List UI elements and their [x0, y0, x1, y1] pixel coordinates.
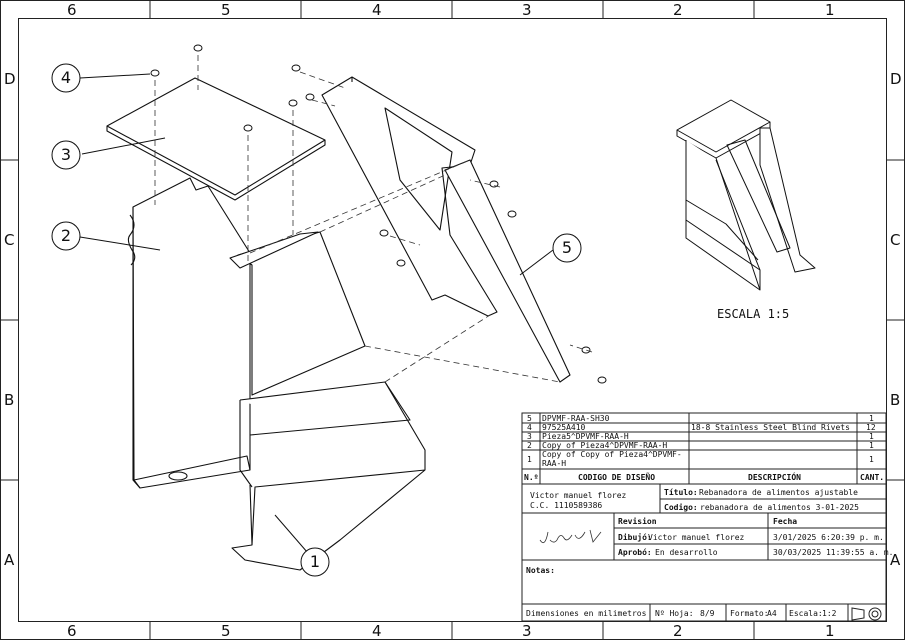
zone-col-1-bottom: 1 — [825, 622, 835, 640]
signature — [539, 529, 602, 544]
detail-view — [676, 99, 816, 291]
revision-label: Revision — [618, 517, 657, 526]
zone-row-d: D — [4, 70, 16, 88]
bom-row-3-n: 3 — [527, 432, 532, 441]
zone-col-1: 1 — [825, 1, 835, 19]
bom-row-5-qty: 1 — [869, 414, 874, 423]
balloon-4: 4 — [60, 68, 72, 87]
bom-row-4-qty: 12 — [866, 423, 876, 432]
zone-row-a: A — [4, 551, 15, 569]
bom-row-4-desc: 18-8 Stainless Steel Blind Rivets — [691, 423, 850, 432]
bom-row-3-qty: 1 — [869, 432, 874, 441]
detail-scale-label: ESCALA 1:5 — [717, 307, 790, 321]
rivets — [150, 44, 607, 384]
aprobo-label: Aprobó: — [618, 548, 652, 557]
zone-row-b: B — [4, 391, 15, 409]
bom-row-1-code-line1: Copy of Copy of Pieza4^DPVMF- — [542, 450, 682, 459]
dibujo-date: 3/01/2025 6:20:39 p. m. — [773, 533, 884, 542]
dibujo-value: Victor manuel florez — [648, 533, 745, 542]
aprobo-date: 30/03/2025 11:39:55 a. m. — [773, 548, 894, 557]
author-name: Victor manuel florez — [530, 491, 627, 500]
codigo-label: Codigo: — [664, 503, 698, 512]
bom-row-1-qty: 1 — [869, 455, 874, 464]
balloon-5: 5 — [561, 238, 573, 257]
zone-row-c-right: C — [890, 231, 901, 249]
bom-row-2-n: 2 — [527, 441, 532, 450]
exploded-view — [106, 76, 571, 571]
zone-col-4: 4 — [372, 1, 382, 19]
codigo-value: rebanadora de alimentos 3-01-2025 — [700, 503, 859, 512]
bom-header-code: CODIGO DE DISEÑO — [578, 473, 656, 482]
bom-header-desc: DESCRIPCIÓN — [748, 473, 801, 482]
fecha-label: Fecha — [773, 517, 798, 526]
zone-row-c: C — [4, 231, 15, 249]
bom-grid — [521, 412, 887, 622]
formato-value: A4 — [767, 609, 777, 618]
zone-row-d-right: D — [890, 70, 902, 88]
bom-row-1-n: 1 — [527, 455, 532, 464]
balloon-2: 2 — [60, 226, 72, 245]
bom-row-2-code: Copy of Pieza4^DPVMF-RAA-H — [542, 441, 668, 450]
zone-col-5: 5 — [221, 1, 231, 19]
titulo-label: Título: — [664, 488, 698, 497]
escala-label: Escala: — [789, 609, 823, 618]
hoja-value: 8/9 — [700, 609, 715, 618]
titulo-value: Rebanadora de alimentos ajustable — [699, 488, 858, 497]
bom-row-3-code: Pieza5^DPVMF-RAA-H — [542, 432, 629, 441]
bom-row-2-qty: 1 — [869, 441, 874, 450]
zone-row-a-right: A — [890, 551, 901, 569]
bom-header-n: N.º — [524, 473, 539, 482]
zone-col-3: 3 — [522, 1, 532, 19]
units-note: Dimensiones en milimetros — [526, 609, 647, 618]
dibujo-label: Dibujó: — [618, 533, 652, 542]
bom-row-4-n: 4 — [527, 423, 532, 432]
aprobo-value: En desarrollo — [655, 548, 718, 557]
notas-label: Notas: — [526, 566, 555, 575]
zone-col-6: 6 — [67, 1, 77, 19]
balloon-3: 3 — [60, 145, 72, 164]
escala-value: 1:2 — [822, 609, 837, 618]
zone-col-2: 2 — [673, 1, 683, 19]
author-id: C.C. 1110589386 — [530, 501, 603, 510]
zone-row-b-right: B — [890, 391, 901, 409]
bom-row-4-code: 97525A410 — [542, 423, 586, 432]
formato-label: Formato: — [730, 609, 769, 618]
zone-col-4-bottom: 4 — [372, 622, 382, 640]
zone-col-5-bottom: 5 — [221, 622, 231, 640]
bom-row-1-code-line2: RAA-H — [542, 459, 567, 468]
hoja-label: Nº Hoja: — [655, 609, 694, 618]
bom-row-5-code: DPVMF-RAA-SH30 — [542, 414, 610, 423]
inner-border — [18, 18, 887, 622]
zone-col-2-bottom: 2 — [673, 622, 683, 640]
bom-header-qty: CANT. — [860, 473, 885, 482]
projection-symbol — [851, 607, 882, 621]
zone-col-3-bottom: 3 — [522, 622, 532, 640]
zone-col-6-bottom: 6 — [67, 622, 77, 640]
balloon-1: 1 — [309, 552, 321, 571]
bom-row-5-n: 5 — [527, 414, 532, 423]
